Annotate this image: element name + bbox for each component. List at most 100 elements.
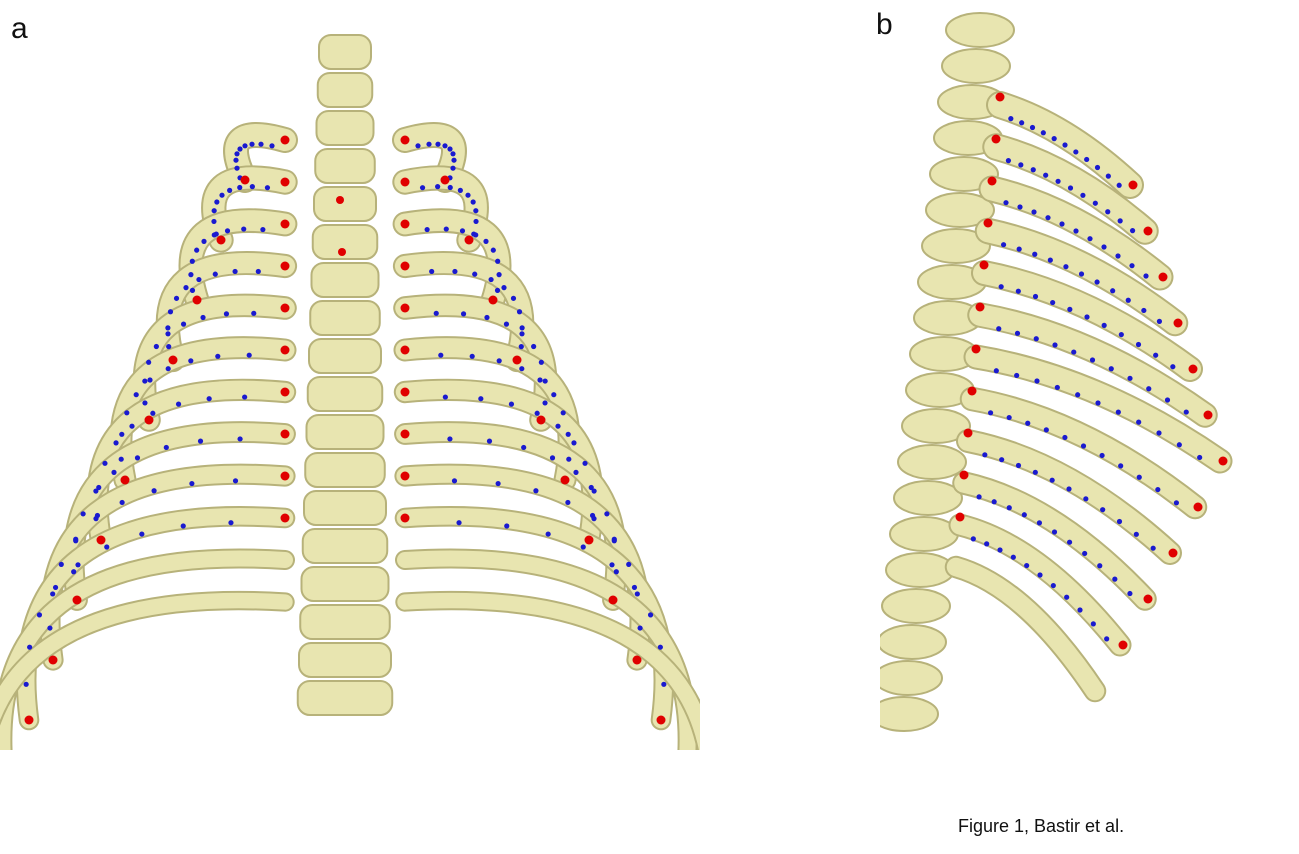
semilandmark-dot: [215, 353, 221, 359]
rib-lateral-12: [946, 557, 1105, 701]
landmarks-frontal: [23, 135, 667, 725]
semilandmark-dot: [153, 343, 159, 350]
landmark-dot: [1203, 410, 1213, 420]
semilandmark-dot: [495, 258, 501, 264]
vertebra: [921, 228, 991, 264]
landmark-dot: [488, 295, 498, 305]
landmark-dot: [338, 248, 346, 256]
semilandmark-dot: [258, 141, 264, 147]
landmark-dot: [280, 513, 290, 523]
semilandmark-dot: [1010, 554, 1016, 560]
semilandmark-dot: [147, 377, 153, 383]
landmark-dot: [72, 595, 82, 605]
semilandmark-dot: [166, 344, 172, 350]
semilandmark-dot: [232, 478, 239, 484]
semilandmark-dot: [657, 644, 663, 650]
landmark-dot: [280, 261, 290, 271]
landmark-dot: [400, 471, 410, 481]
semilandmark-dot: [150, 410, 156, 416]
semilandmark-dot: [996, 326, 1002, 332]
landmark-dot: [1143, 594, 1153, 604]
semilandmark-dot: [1006, 414, 1012, 421]
rib-lateral-11: [950, 515, 1130, 655]
landmark-dot: [216, 235, 226, 245]
semilandmark-dot: [188, 358, 194, 364]
landmark-dot: [512, 355, 522, 365]
semilandmark-dot: [1115, 409, 1121, 415]
semilandmark-dot: [486, 438, 493, 444]
semilandmark-dot: [146, 359, 152, 365]
semilandmark-dot: [151, 488, 157, 494]
semilandmark-dot: [104, 544, 110, 550]
semilandmark-dot: [516, 309, 523, 315]
rib-lateral-3: [980, 177, 1172, 289]
semilandmark-dot: [200, 314, 206, 321]
ribcage-lateral-image: [880, 12, 1233, 732]
landmark-dot: [24, 715, 34, 725]
semilandmark-dot: [1051, 136, 1057, 142]
semilandmark-dot: [565, 499, 571, 506]
rib-lateral-2: [984, 135, 1157, 243]
semilandmark-dot: [1155, 486, 1161, 493]
semilandmark-dot: [634, 591, 640, 597]
semilandmark-dot: [36, 612, 43, 618]
vertebra: [880, 660, 943, 696]
ribcage-frontal-image: [0, 34, 700, 750]
semilandmark-dot: [465, 192, 471, 198]
vertebra: [941, 48, 1011, 84]
semilandmark-dot: [542, 378, 548, 384]
landmark-dot: [991, 134, 1001, 144]
rib-lateral-4: [976, 219, 1187, 335]
semilandmark-dot: [1127, 590, 1133, 597]
semilandmark-dot: [1016, 246, 1022, 252]
semilandmark-dot: [473, 232, 479, 238]
semilandmark-dot: [470, 199, 476, 205]
semilandmark-dot: [1105, 173, 1111, 179]
landmark-dot: [120, 475, 130, 485]
semilandmark-dot: [1045, 215, 1051, 221]
landmark-dot: [168, 355, 178, 365]
semilandmark-dot: [214, 199, 220, 205]
semilandmark-dot: [571, 440, 577, 446]
semilandmark-dot: [255, 268, 261, 275]
semilandmark-dot: [211, 218, 217, 225]
vertebra: [880, 696, 939, 732]
landmark-dot: [400, 135, 410, 145]
semilandmark-dot: [1129, 228, 1136, 234]
vertebra: [889, 516, 959, 552]
semilandmark-dot: [1005, 158, 1012, 164]
semilandmark-dot: [637, 625, 643, 631]
semilandmark-dot: [1101, 322, 1107, 328]
vertebra: [880, 624, 947, 660]
landmark-dot: [1158, 272, 1168, 282]
landmark-dot: [400, 387, 410, 397]
landmark-dot: [192, 295, 202, 305]
semilandmark-dot: [442, 143, 448, 149]
semilandmark-dot: [1156, 430, 1162, 436]
semilandmark-dot: [1036, 520, 1043, 526]
landmark-dot: [584, 535, 594, 545]
semilandmark-dot: [1037, 572, 1043, 578]
landmark-dot: [1118, 640, 1128, 650]
semilandmark-dot: [1135, 341, 1142, 348]
semilandmark-dot: [249, 141, 255, 147]
semilandmark-dot: [1089, 357, 1096, 363]
semilandmark-dot: [1075, 392, 1081, 398]
semilandmark-dot: [73, 536, 79, 542]
semilandmark-dot: [165, 331, 171, 337]
semilandmark-dot: [264, 185, 271, 191]
vertebra: [301, 528, 389, 564]
semilandmark-dot: [469, 353, 475, 359]
semilandmark-dot: [249, 184, 255, 190]
semilandmark-dot: [494, 287, 501, 293]
semilandmark-dot: [1170, 364, 1176, 370]
ribs-lateral: [944, 91, 1233, 703]
semilandmark-dot: [1064, 594, 1070, 600]
semilandmark-dot: [1153, 352, 1159, 358]
rib-lateral-8: [961, 388, 1206, 518]
landmark-dot: [967, 386, 977, 396]
semilandmark-dot: [180, 523, 186, 529]
semilandmark-dot: [982, 452, 988, 458]
semilandmark-dot: [1055, 178, 1061, 184]
landmark-dot: [979, 260, 989, 270]
